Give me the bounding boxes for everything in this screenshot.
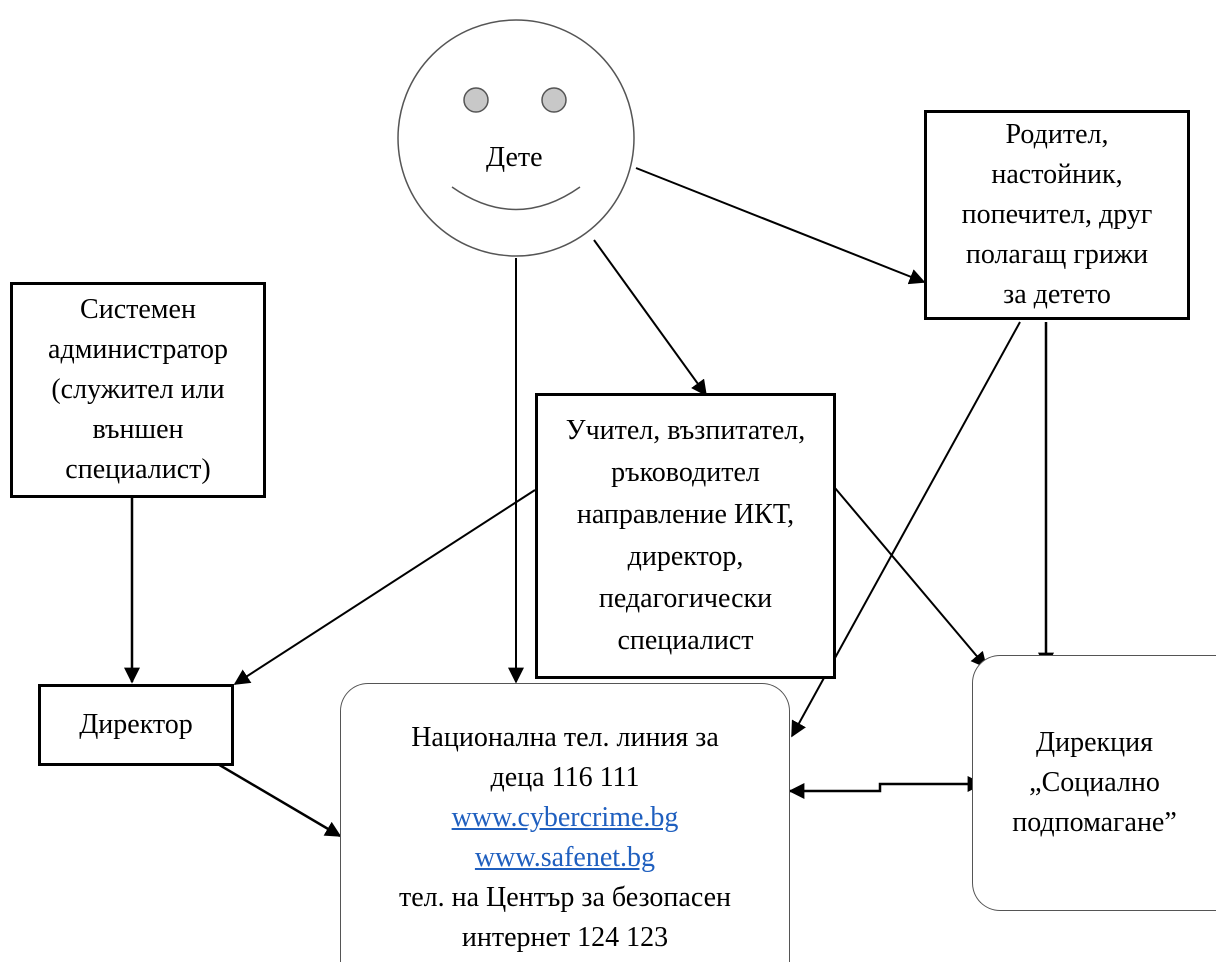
- teacher-line: специалист: [617, 625, 754, 656]
- national-line: деца 116 111: [490, 762, 640, 793]
- safenet-link[interactable]: www.safenet.bg: [474, 842, 656, 873]
- parent-line: Родител,: [1005, 119, 1109, 150]
- parent-line: за детето: [1003, 279, 1111, 310]
- sysadmin-line: Системен: [80, 294, 196, 325]
- sysadmin-line: външен: [92, 414, 184, 445]
- teacher-box: Учител, възпитател, ръководител направле…: [535, 393, 836, 679]
- social-line: подпомагане”: [1012, 807, 1177, 838]
- director-box: Директор: [38, 684, 234, 766]
- parent-line: настойник,: [991, 159, 1123, 190]
- edge-national-social-bidirectional: [788, 776, 984, 799]
- national-line: Национална тел. линия за: [411, 722, 719, 753]
- right-eye: [541, 87, 567, 113]
- sysadmin-line: администратор: [48, 334, 228, 365]
- child-label: Дете: [486, 142, 543, 173]
- cybercrime-link[interactable]: www.cybercrime.bg: [451, 802, 679, 833]
- edge-teacher-to-social: [834, 487, 988, 669]
- social-line: Дирекция: [1036, 727, 1153, 758]
- social-assistance-box: Дирекция „Социално подпомагане”: [972, 655, 1216, 911]
- teacher-line: ръководител: [611, 457, 760, 488]
- teacher-line: педагогически: [598, 583, 773, 614]
- national-hotline-box: Национална тел. линия за деца 116 111 ww…: [340, 683, 790, 962]
- smile: [451, 186, 581, 211]
- child-smiley: [397, 19, 635, 257]
- sysadmin-box: Системен администратор (служител или вън…: [10, 282, 266, 498]
- parent-line: попечител, друг: [961, 199, 1153, 230]
- social-line: „Социално: [1029, 767, 1160, 798]
- teacher-line: директор,: [627, 541, 744, 572]
- teacher-line: направление ИКТ,: [576, 499, 795, 530]
- sysadmin-line: (служител или: [51, 374, 225, 405]
- parent-line: полагащ грижи: [965, 239, 1149, 270]
- national-line: интернет 124 123: [461, 922, 669, 953]
- face-circle: [397, 19, 635, 257]
- edge-teacher-to-director: [233, 489, 536, 685]
- teacher-line: Учител, възпитател,: [565, 415, 806, 446]
- edge-child-to-parent: [635, 167, 926, 285]
- sysadmin-line: специалист): [65, 454, 211, 485]
- director-label: Директор: [79, 709, 193, 740]
- edge-child-to-teacher: [593, 239, 707, 397]
- left-eye: [463, 87, 489, 113]
- national-line: тел. на Център за безопасен: [398, 882, 732, 913]
- parent-box: Родител, настойник, попечител, друг пола…: [924, 110, 1190, 320]
